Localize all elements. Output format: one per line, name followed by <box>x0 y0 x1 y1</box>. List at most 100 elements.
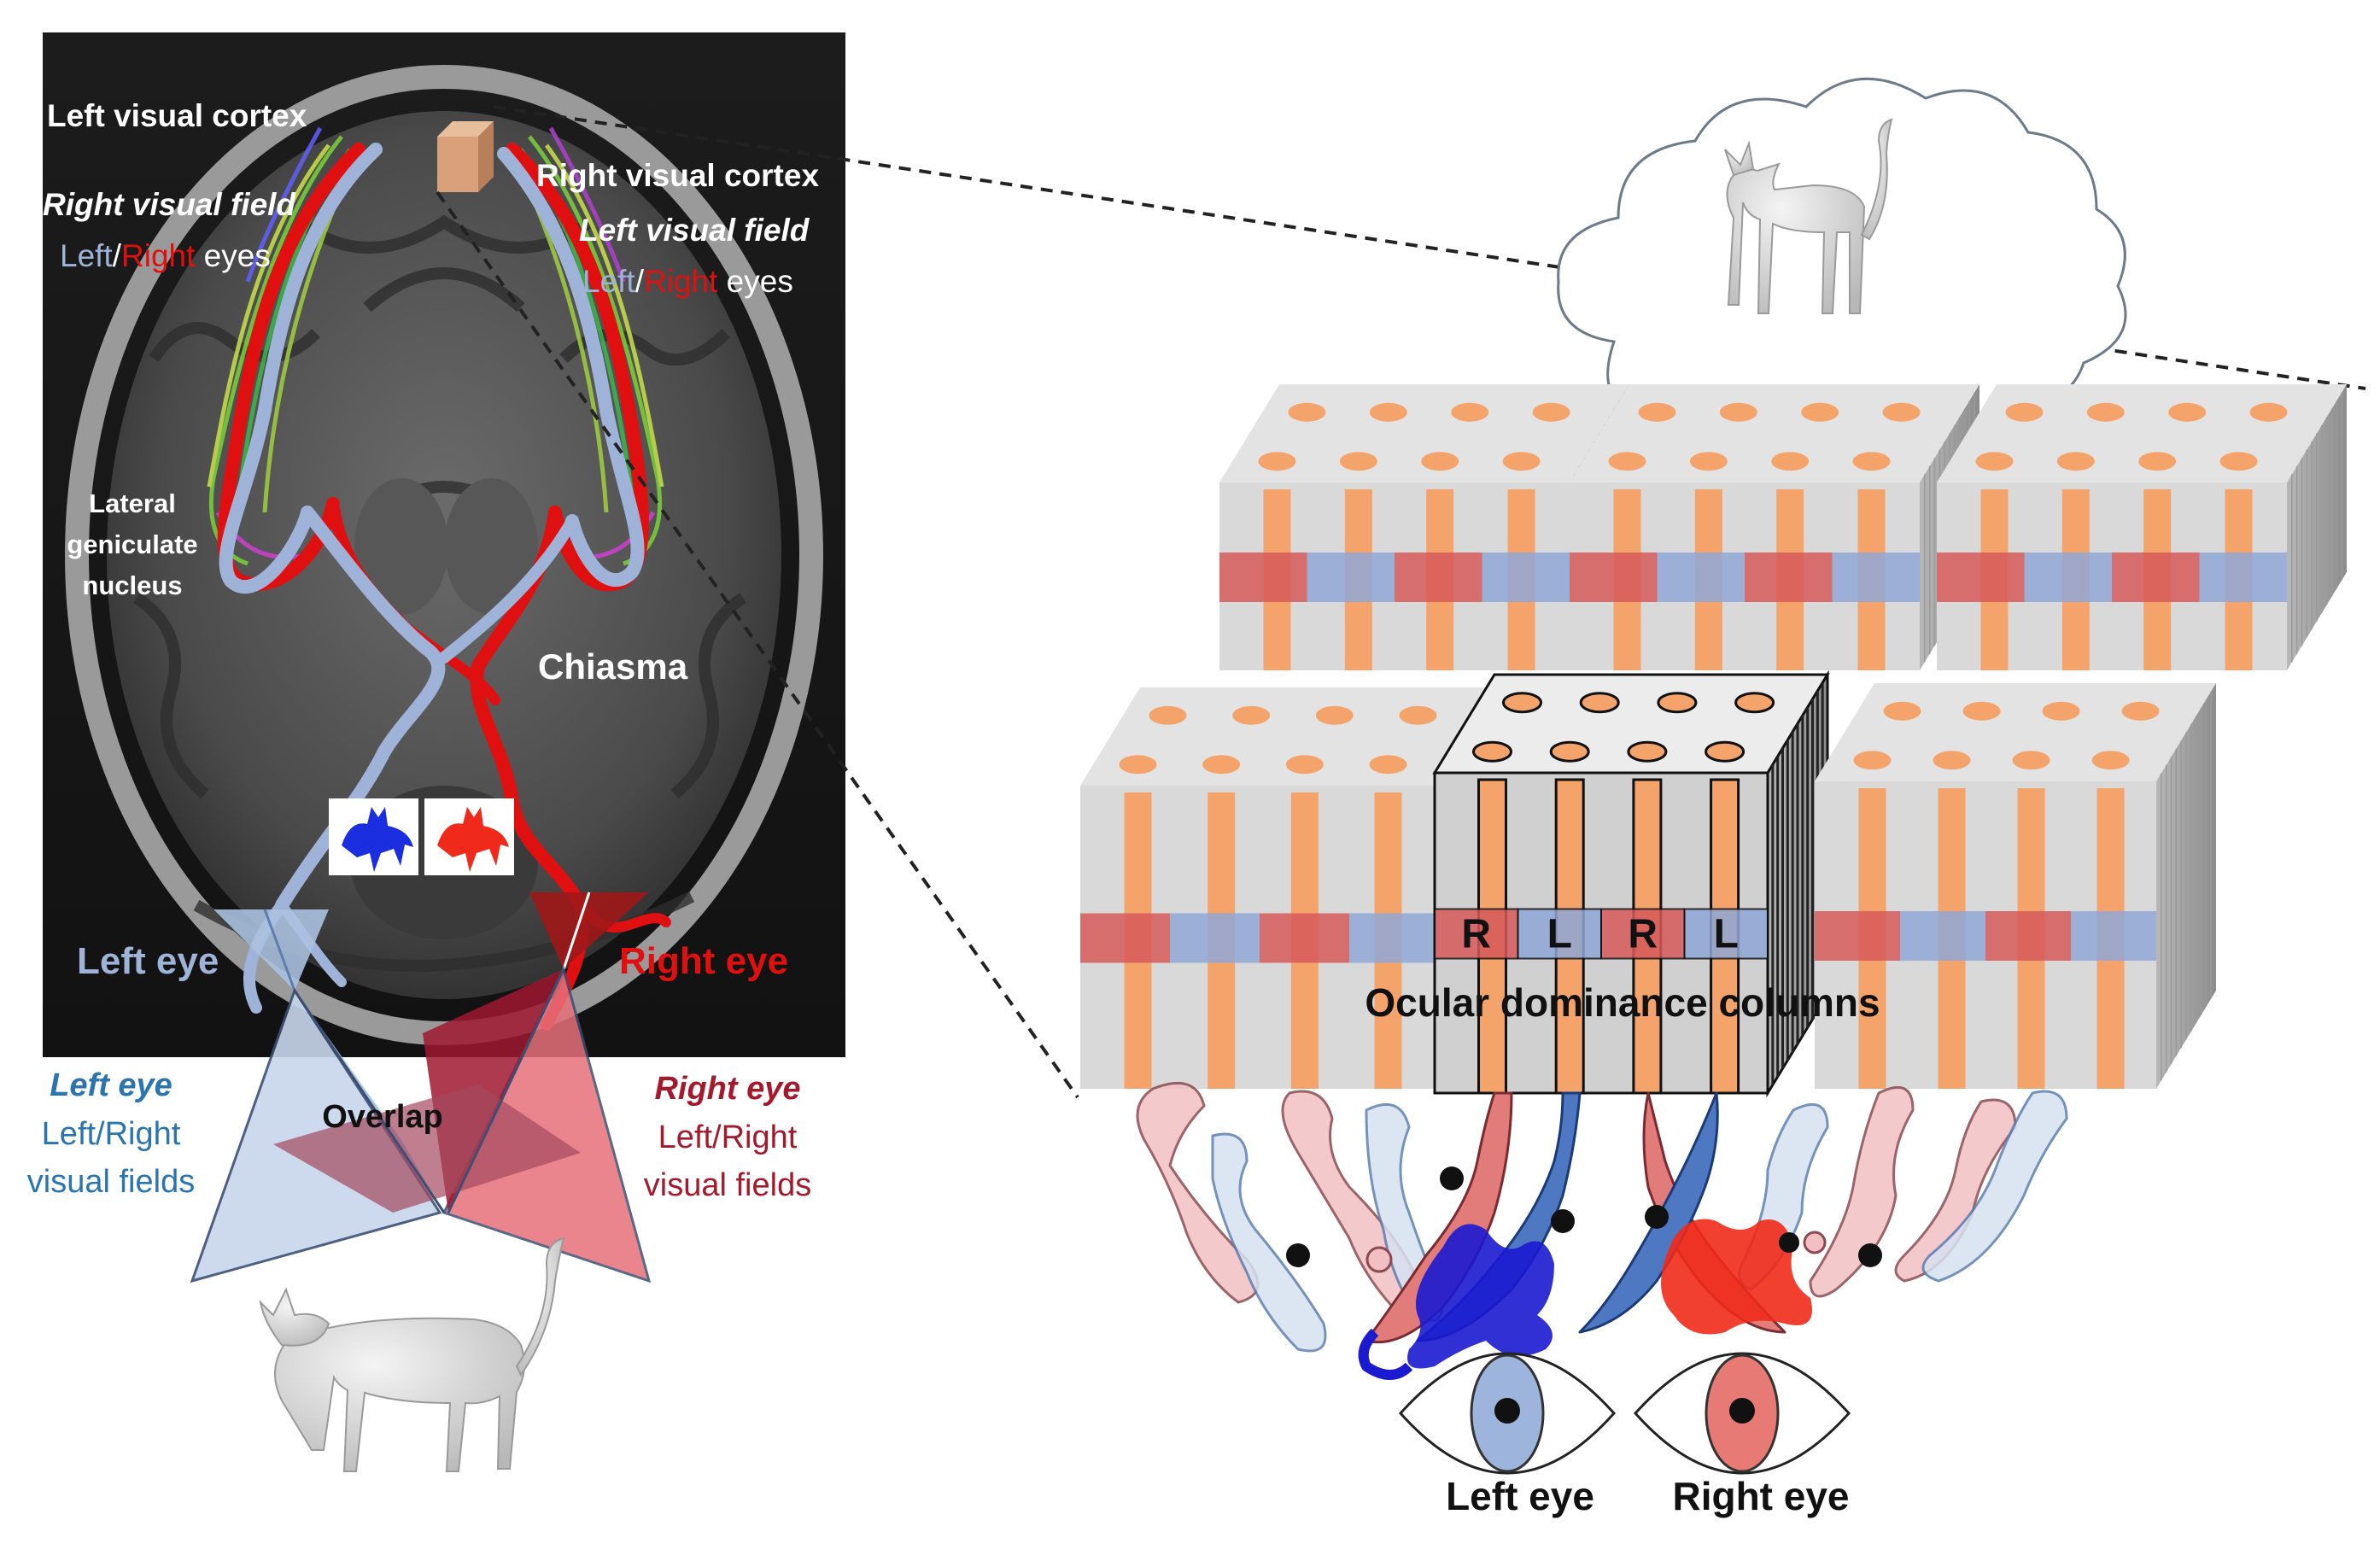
lgn-line-2: geniculate <box>67 529 197 559</box>
blue-neuron-2 <box>1578 1091 1719 1334</box>
right-eye-lens <box>529 892 649 970</box>
left-eye-lens <box>213 909 329 991</box>
cube-back-left <box>1219 384 1629 670</box>
dominance-band-left <box>2199 553 2287 602</box>
column-top <box>1421 452 1459 471</box>
dominance-band-right <box>1815 911 1900 961</box>
column-top <box>1285 755 1324 775</box>
column-top <box>2091 751 2130 770</box>
column-top <box>1608 452 1646 471</box>
column-top <box>1734 692 1775 714</box>
bottom-right-eye-label: Right eye <box>1672 1474 1849 1518</box>
dominance-band-right <box>1937 553 2025 602</box>
chiasma-label: Chiasma <box>538 646 688 687</box>
column-top <box>2056 452 2095 471</box>
mri-panel: Left visual cortex Right visual field Le… <box>43 32 845 1057</box>
neuron-nuclei <box>1286 1166 1882 1267</box>
column-top <box>1399 705 1437 725</box>
dominance-band-left <box>1900 911 1985 961</box>
blue-cat-icon <box>342 807 413 872</box>
column-top <box>1705 740 1746 763</box>
column-top <box>1149 705 1187 725</box>
column-top <box>1933 751 1971 770</box>
dominance-band-left <box>2024 553 2112 602</box>
cat-figure-bottom <box>259 1237 565 1472</box>
column-top <box>1852 452 1891 471</box>
column-top <box>2042 701 2080 721</box>
lgn-line-1: Lateral <box>89 488 176 518</box>
column-top <box>1451 402 1489 422</box>
dominance-letter-R-0: R <box>1461 912 1491 957</box>
red-soma-cluster <box>1661 1219 1812 1335</box>
column-top <box>2219 452 2258 471</box>
mri-left-eye-label: Left eye <box>77 940 219 982</box>
left-eye-field-title: Left eye <box>50 1067 173 1103</box>
dominance-band-left <box>1657 553 1745 602</box>
visual-fields: Overlap Left eye Left/Right visual field… <box>27 965 811 1283</box>
left-eye-drawing <box>1398 1352 1617 1475</box>
column-top <box>1258 452 1296 471</box>
neurons <box>1136 1081 2068 1380</box>
column-top <box>1853 751 1892 770</box>
cortex-cube <box>437 121 494 192</box>
cube-front-left <box>1080 687 1499 1089</box>
column-top <box>1502 692 1542 714</box>
column-top <box>1472 740 1512 763</box>
column-top <box>1689 452 1728 471</box>
column-top <box>1232 705 1271 725</box>
dominance-band-right <box>1080 913 1170 963</box>
dominance-band-left <box>1482 553 1570 602</box>
right-field-eyes-label: Left/Right eyes <box>60 238 271 273</box>
left-field-eyes-label: Left/Right eyes <box>582 264 793 299</box>
lgn-line-3: nucleus <box>82 570 182 600</box>
dominance-band-left <box>1349 913 1439 963</box>
column-top <box>1339 452 1377 471</box>
column-top <box>2138 452 2177 471</box>
dominance-band-left <box>1517 908 1602 960</box>
column-top <box>2168 402 2207 422</box>
column-top <box>1288 402 1326 422</box>
ocular-dominance-title: Ocular dominance columns <box>1365 980 1880 1025</box>
blue-dendrite <box>1358 1328 1413 1380</box>
column-top <box>1532 402 1570 422</box>
cube-back-right <box>1937 384 2347 670</box>
red-cat-icon <box>437 807 509 872</box>
cube-back-middle <box>1570 384 1979 670</box>
neuron-nuclei-pale <box>1365 1231 1827 1273</box>
column-top <box>1549 740 1590 763</box>
column-top <box>1883 701 1921 721</box>
mri-right-eye-label: Right eye <box>619 940 788 982</box>
column-top <box>2086 402 2125 422</box>
dominance-band-left <box>1307 553 1395 602</box>
column-top <box>1882 402 1921 422</box>
right-visual-field-label: Right visual field <box>43 187 296 222</box>
dominance-band-right <box>1745 553 1833 602</box>
dominance-band-right <box>1985 911 2071 961</box>
dominance-letter-L-1: L <box>1547 912 1572 957</box>
dominance-band-left <box>1832 553 1920 602</box>
dominance-band-left <box>1683 908 1769 960</box>
column-top <box>1801 402 1839 422</box>
column-top <box>1202 755 1241 775</box>
projection-lines <box>436 105 2366 1099</box>
dominance-letter-L-3: L <box>1714 912 1739 957</box>
left-visual-field-label: Left visual field <box>579 213 810 248</box>
dominance-band-right <box>1570 553 1658 602</box>
column-top <box>2005 402 2044 422</box>
lgn-label: Lateral geniculate nucleus <box>67 488 197 600</box>
column-top <box>1975 452 2014 471</box>
dominance-band-left <box>1170 913 1260 963</box>
column-top <box>1315 705 1354 725</box>
dominance-band-right <box>1260 913 1349 963</box>
right-eye-drawing <box>1633 1352 1851 1475</box>
right-eye-field-sub-2: visual fields <box>644 1167 811 1203</box>
left-visual-cortex-label: Left visual cortex <box>47 98 307 133</box>
column-top <box>1627 740 1668 763</box>
right-eye-field-title: Right eye <box>654 1071 800 1107</box>
bottom-left-eye-label: Left eye <box>1446 1474 1594 1518</box>
right-eye-field-sub-1: Left/Right <box>658 1120 798 1155</box>
